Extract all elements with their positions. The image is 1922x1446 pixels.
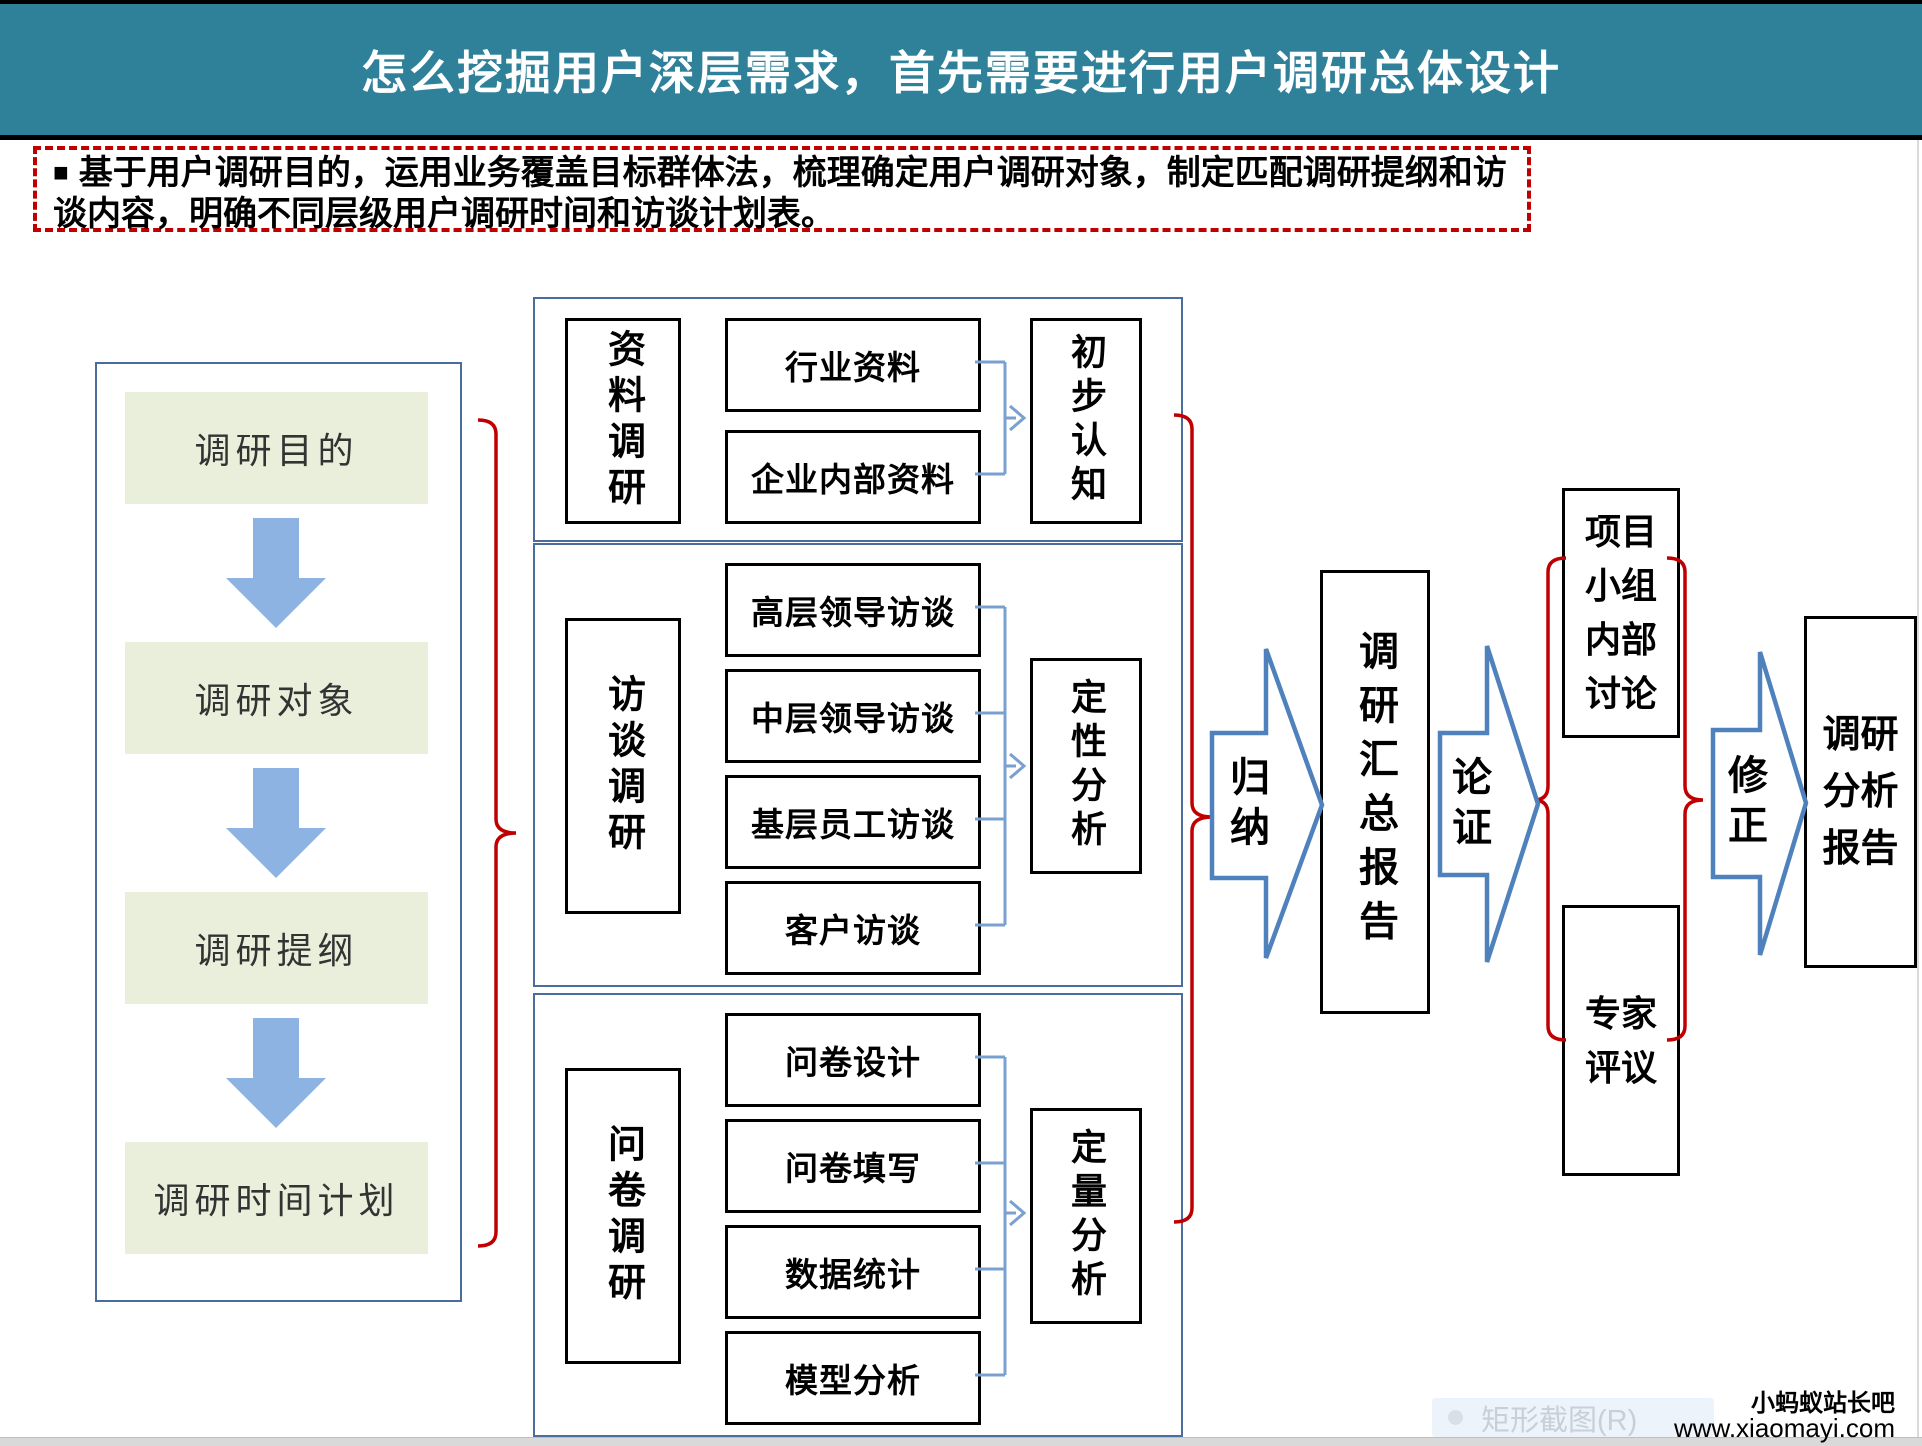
arrow-label-revise: 修正: [1722, 754, 1766, 854]
group3-result: 定量分析: [1030, 1108, 1142, 1324]
step-research-objects: 调研对象: [125, 642, 428, 754]
group3-item-fill: 问卷填写: [725, 1119, 981, 1213]
group2-item-staff: 基层员工访谈: [725, 775, 981, 869]
page-title: 怎么挖掘用户深层需求，首先需要进行用户调研总体设计: [361, 46, 1561, 99]
review-expert-box: 专家评议: [1562, 905, 1680, 1176]
group2-item-customers: 客户访谈: [725, 881, 981, 975]
brace-steps-icon: [477, 418, 517, 1248]
step-research-purpose: 调研目的: [125, 392, 428, 504]
review-team-discussion-box: 项目小组内部讨论: [1562, 488, 1680, 738]
arrow-label-summarize: 归纳: [1224, 756, 1268, 856]
window-right-edge: [1917, 140, 1919, 1437]
group3-item-design: 问卷设计: [725, 1013, 981, 1107]
screenshot-tooltip: 矩形截图(R): [1432, 1398, 1714, 1437]
group2-item-middle-leaders: 中层领导访谈: [725, 669, 981, 763]
bullet-dot-icon: [1448, 1410, 1463, 1425]
square-bullet-icon: ■: [53, 157, 69, 187]
description-box: ■基于用户调研目的，运用业务覆盖目标群体法，梳理确定用户调研对象，制定匹配调研提…: [33, 146, 1531, 233]
watermark-site-url: www.xiaomayi.com: [1673, 1413, 1895, 1443]
group1-label: 资料调研: [565, 318, 681, 524]
steps-panel: [95, 362, 462, 1302]
screenshot-tooltip-label: 矩形截图(R): [1481, 1404, 1638, 1437]
group3-label: 问卷调研: [565, 1068, 681, 1364]
group1-result: 初步认知: [1030, 318, 1142, 524]
final-report-box: 调研分析报告: [1804, 616, 1917, 968]
summary-report-box: 调研汇总报告: [1320, 570, 1430, 1014]
description-text: 基于用户调研目的，运用业务覆盖目标群体法，梳理确定用户调研对象，制定匹配调研提纲…: [53, 154, 1507, 233]
group3-item-model: 模型分析: [725, 1331, 981, 1425]
step-research-schedule: 调研时间计划: [125, 1142, 428, 1254]
arrow-label-argue: 论证: [1446, 756, 1490, 856]
window-bottom-bar: [0, 1437, 1922, 1446]
title-banner: 怎么挖掘用户深层需求，首先需要进行用户调研总体设计: [0, 0, 1922, 140]
group3-item-statistics: 数据统计: [725, 1225, 981, 1319]
watermark-site-name: 小蚂蚁站长吧: [1751, 1390, 1895, 1417]
group1-item-industry-data: 行业资料: [725, 318, 981, 412]
watermark: 小蚂蚁站长吧 www.xiaomayi.com: [1600, 1390, 1895, 1443]
group2-item-senior-leaders: 高层领导访谈: [725, 563, 981, 657]
group2-label: 访谈调研: [565, 618, 681, 914]
group2-result: 定性分析: [1030, 658, 1142, 874]
group1-item-internal-data: 企业内部资料: [725, 430, 981, 524]
step-research-outline: 调研提纲: [125, 892, 428, 1004]
